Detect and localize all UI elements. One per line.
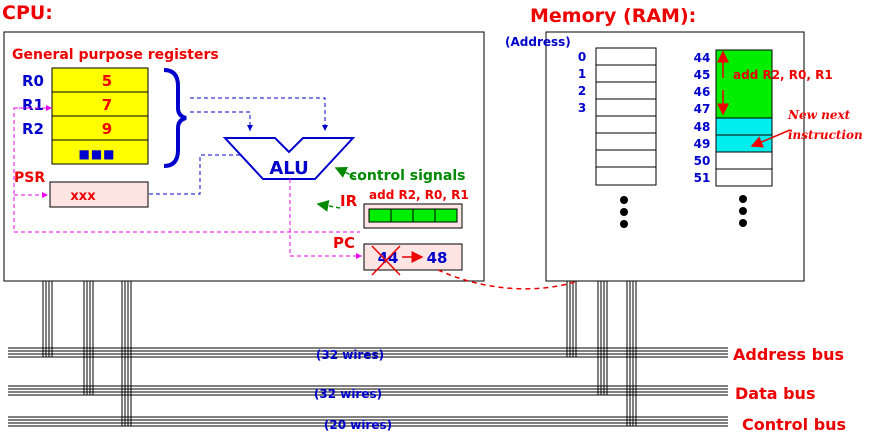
address-46: 46 — [694, 85, 711, 99]
memory-instruction-label: add R2, R0, R1 — [733, 68, 833, 82]
register-label-r2: R2 — [22, 120, 44, 138]
address-header: (Address) — [505, 35, 571, 49]
address-51: 51 — [694, 171, 711, 185]
pc-label: PC — [333, 234, 355, 252]
control-signals-label: control signals — [349, 168, 465, 184]
bus-lines — [8, 281, 728, 427]
address-0: 0 — [578, 50, 586, 64]
memory-high-ellipsis — [739, 195, 747, 227]
pc-paths — [13, 105, 362, 259]
address-bus-wires: (32 wires) — [316, 348, 384, 362]
address-1: 1 — [578, 67, 586, 81]
register-label-r0: R0 — [22, 72, 44, 90]
alu-shape — [222, 137, 356, 180]
data-bus-wires: (32 wires) — [314, 387, 382, 401]
address-44: 44 — [694, 51, 711, 65]
memory-column-low — [595, 47, 657, 186]
register-brace — [163, 68, 187, 168]
alu-input-paths — [190, 97, 328, 131]
pc-new-value: 48 — [427, 249, 448, 267]
ir-instruction: add R2, R0, R1 — [369, 188, 469, 202]
register-label-r1: R1 — [22, 96, 44, 114]
address-47: 47 — [694, 102, 711, 116]
address-45: 45 — [694, 68, 711, 82]
alu-output-paths — [148, 154, 240, 195]
address-bus-label: Address bus — [733, 345, 844, 364]
address-48: 48 — [694, 120, 711, 134]
control-signal-arrow-ir — [316, 199, 341, 212]
address-3: 3 — [578, 101, 586, 115]
next-instruction-arrow — [750, 129, 791, 148]
address-49: 49 — [694, 137, 711, 151]
psr-label: PSR — [14, 170, 45, 186]
memory-title: Memory (RAM): — [530, 5, 696, 27]
memory-instruction-cells — [715, 49, 773, 119]
control-signal-arrow-alu — [334, 166, 363, 181]
register-value-r1: 7 — [102, 96, 112, 114]
data-bus-label: Data bus — [735, 384, 815, 403]
memory-low-ellipsis — [620, 196, 628, 228]
address-50: 50 — [694, 154, 711, 168]
ir-label: IR — [340, 192, 358, 210]
psr-register — [49, 181, 149, 208]
address-2: 2 — [578, 84, 586, 98]
more-registers-dots: ■■■ — [78, 147, 115, 161]
control-bus-label: Control bus — [742, 415, 846, 434]
next-instruction-note-line1: New next — [787, 108, 851, 122]
cpu-title: CPU: — [2, 2, 53, 24]
register-value-r2: 9 — [102, 120, 112, 138]
register-value-r0: 5 — [102, 72, 112, 90]
registers-title: General purpose registers — [12, 47, 219, 63]
alu-label: ALU — [269, 158, 308, 179]
psr-value: xxx — [70, 189, 96, 204]
next-instruction-note-line2: instruction — [788, 128, 863, 142]
control-bus-wires: (20 wires) — [324, 418, 392, 432]
pc-strike-2 — [371, 245, 401, 276]
